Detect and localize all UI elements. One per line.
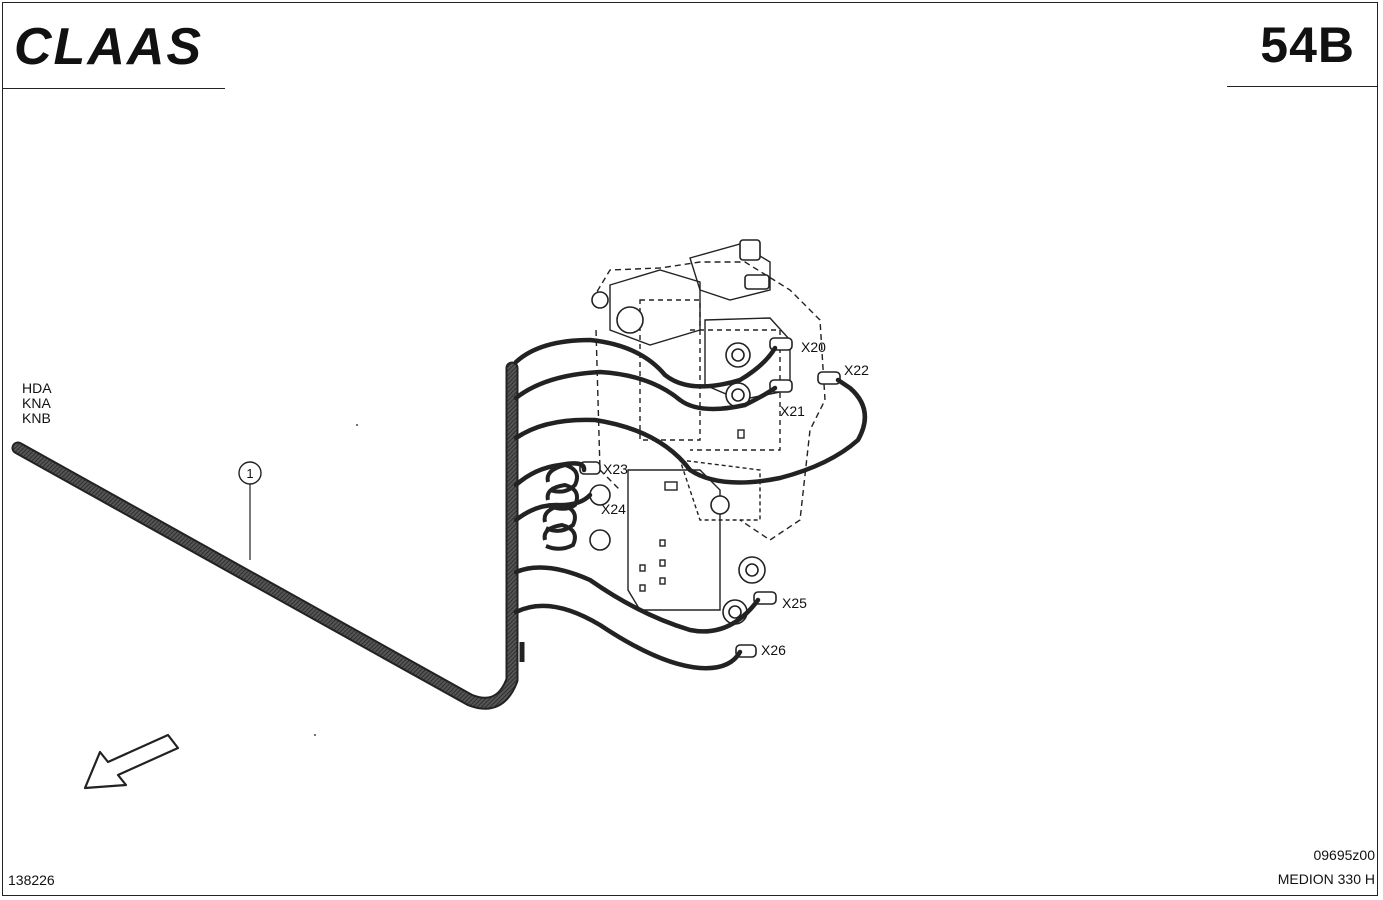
callout-1-circle bbox=[238, 461, 262, 485]
main-hose-bundle-fill bbox=[13, 363, 517, 708]
connector-label-x20: X20 bbox=[801, 339, 826, 355]
hose-x20 bbox=[513, 337, 778, 389]
hose-x21 bbox=[513, 369, 778, 412]
connector-label-x24: X24 bbox=[601, 501, 626, 517]
hose-x26 bbox=[513, 603, 743, 671]
side-label-kna: KNA bbox=[22, 395, 51, 411]
connector-label-x26: X26 bbox=[761, 642, 786, 658]
connector-label-x21: X21 bbox=[780, 403, 805, 419]
side-labels: HDA KNA KNB bbox=[22, 381, 52, 426]
doc-number: 138226 bbox=[8, 872, 55, 888]
side-label-hda: HDA bbox=[22, 380, 52, 396]
hose-x25 bbox=[513, 565, 761, 634]
claas-logo: CLAAS bbox=[14, 22, 203, 70]
brand-logo-text: CLAAS bbox=[14, 22, 203, 70]
page-code-underline bbox=[1227, 86, 1378, 87]
connector-label-x23: X23 bbox=[603, 461, 628, 477]
main-hose-bundle bbox=[11, 361, 519, 710]
hose-loops bbox=[542, 462, 579, 551]
callout-1-text: 1 bbox=[246, 466, 253, 481]
side-label-knb: KNB bbox=[22, 410, 51, 426]
model-name: MEDION 330 H bbox=[1277, 871, 1375, 887]
logo-underline bbox=[2, 88, 225, 89]
connector-label-x22: X22 bbox=[844, 362, 869, 378]
connector-label-x25: X25 bbox=[782, 595, 807, 611]
page-code: 54B bbox=[1260, 17, 1355, 73]
hose-x22 bbox=[513, 377, 868, 485]
direction-arrow-icon bbox=[83, 733, 180, 790]
hose-lines bbox=[513, 337, 868, 671]
drawing-number: 09695z00 bbox=[1313, 847, 1375, 863]
fittings bbox=[579, 239, 841, 658]
